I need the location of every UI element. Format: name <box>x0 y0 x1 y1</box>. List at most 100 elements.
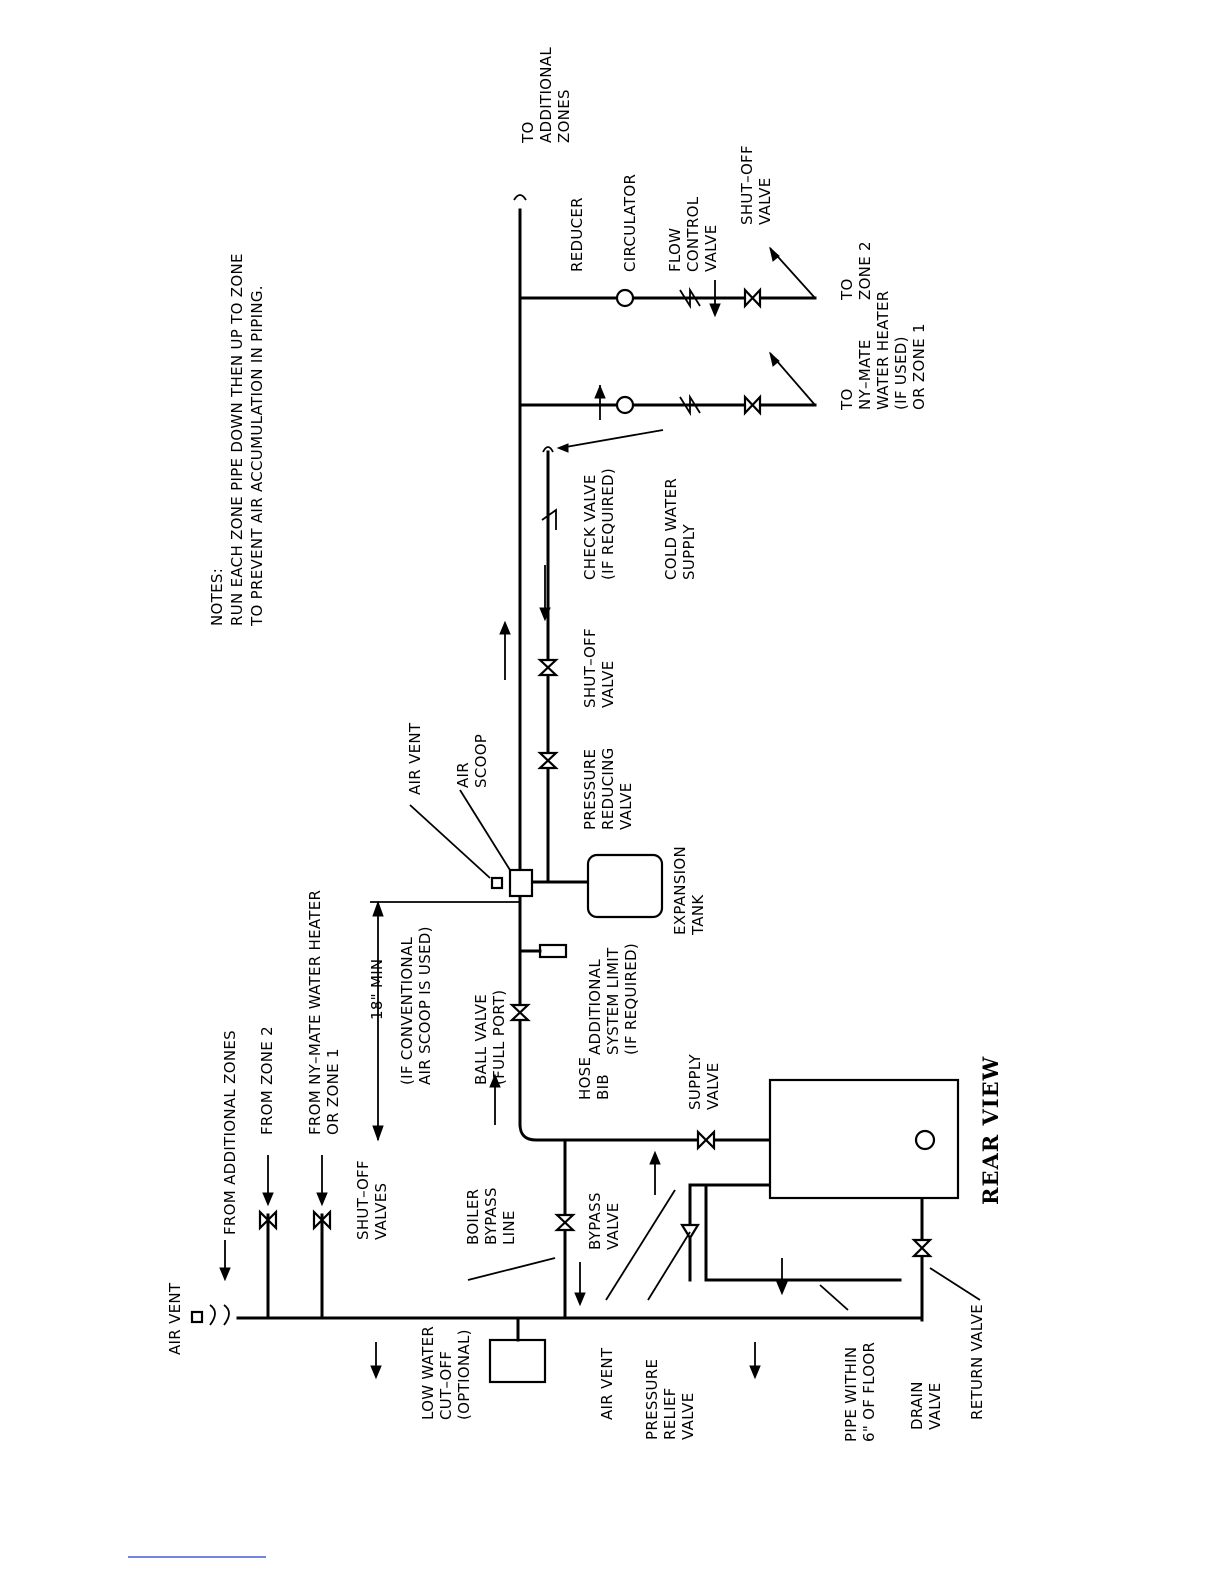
bypass-valve-icon <box>554 1213 576 1232</box>
label-expansion-tank: EXPANSION TANK <box>671 846 707 936</box>
low-water-cutoff-box <box>488 1338 547 1384</box>
label-circulator: CIRCULATOR <box>621 174 639 272</box>
svg-text:DRAIN: DRAIN <box>908 1381 926 1430</box>
zone-return-lines <box>266 1213 324 1320</box>
notes-line-2: TO PREVENT AIR ACCUMULATION IN PIPING. <box>248 285 266 627</box>
svg-text:VALVES: VALVES <box>372 1183 390 1240</box>
label-zone-shutoff-valve: SHUT–OFF VALVE <box>738 145 774 225</box>
pressure-relief-valve-icon <box>680 1223 700 1241</box>
svg-text:LOW WATER: LOW WATER <box>419 1326 437 1420</box>
return-valve-icon <box>911 1238 933 1258</box>
svg-text:SHUT–OFF: SHUT–OFF <box>738 145 756 225</box>
label-pressure-reducing-valve: PRESSURE REDUCING VALVE <box>581 747 635 830</box>
svg-text:(IF CONVENTIONAL: (IF CONVENTIONAL <box>398 936 416 1085</box>
svg-text:CHECK VALVE: CHECK VALVE <box>581 474 599 580</box>
label-hose-bib: HOSE BIB <box>576 1057 612 1100</box>
label-pressure-relief-valve: PRESSURE RELIEF VALVE <box>643 1359 697 1440</box>
label-cold-water-supply: COLD WATER SUPPLY <box>662 478 698 580</box>
circulators <box>541 286 701 530</box>
svg-text:HOSE: HOSE <box>576 1057 594 1100</box>
svg-text:FROM ZONE 2: FROM ZONE 2 <box>258 1026 276 1135</box>
svg-text:PIPE WITHIN: PIPE WITHIN <box>842 1347 860 1442</box>
label-from-nymate: FROM NY–MATE WATER HEATER OR ZONE 1 <box>306 890 342 1135</box>
svg-text:NY–MATE: NY–MATE <box>856 339 874 410</box>
notes-line-1: RUN EACH ZONE PIPE DOWN THEN UP TO ZONE <box>228 253 246 626</box>
svg-text:ADDITIONAL: ADDITIONAL <box>586 959 604 1055</box>
svg-text:AIR: AIR <box>454 762 472 788</box>
cold-water-shutoff-valve-icon <box>537 658 559 677</box>
svg-text:ZONE 2: ZONE 2 <box>856 241 874 300</box>
svg-text:SHUT–OFF: SHUT–OFF <box>581 628 599 708</box>
ball-valve-icon <box>509 1003 531 1022</box>
svg-text:REAR VIEW: REAR VIEW <box>978 1056 1003 1205</box>
label-bypass-valve: BYPASS VALVE <box>586 1192 622 1250</box>
svg-text:FROM NY–MATE WATER HEATER: FROM NY–MATE WATER HEATER <box>306 890 324 1135</box>
svg-text:TO: TO <box>838 388 856 411</box>
label-cold-shutoff-valve: SHUT–OFF VALVE <box>581 628 617 708</box>
svg-text:ZONES: ZONES <box>555 89 573 143</box>
svg-text:VALVE: VALVE <box>604 1202 622 1250</box>
svg-text:PRESSURE: PRESSURE <box>643 1359 661 1440</box>
expansion-tank-line <box>518 853 664 919</box>
label-from-additional-zones: FROM ADDITIONAL ZONES <box>221 1030 239 1235</box>
zone2-shutoff-valve-icon <box>743 287 762 309</box>
flow-arrows <box>219 280 788 1380</box>
svg-text:VALVE: VALVE <box>704 1062 722 1110</box>
svg-text:COLD WATER: COLD WATER <box>662 478 680 580</box>
notes: NOTES: RUN EACH ZONE PIPE DOWN THEN UP T… <box>208 253 266 627</box>
svg-text:VALVE: VALVE <box>679 1392 697 1440</box>
svg-text:(IF REQUIRED): (IF REQUIRED) <box>599 468 617 580</box>
svg-text:AIR VENT: AIR VENT <box>166 1282 184 1355</box>
label-boiler-bypass-line: BOILER BYPASS LINE <box>464 1187 518 1245</box>
label-if-conventional: (IF CONVENTIONAL AIR SCOOP IS USED) <box>398 926 434 1085</box>
zone2-return-shutoff-icon <box>258 1209 278 1231</box>
svg-text:VALVE: VALVE <box>926 1382 944 1430</box>
svg-text:CUT–OFF: CUT–OFF <box>437 1351 455 1420</box>
svg-text:BYPASS: BYPASS <box>482 1187 500 1245</box>
svg-text:AIR SCOOP IS USED): AIR SCOOP IS USED) <box>416 926 434 1085</box>
boiler-gauge <box>914 1129 936 1151</box>
svg-text:TO: TO <box>838 278 856 301</box>
svg-text:OR ZONE 1: OR ZONE 1 <box>324 1048 342 1135</box>
svg-text:VALVE: VALVE <box>599 660 617 708</box>
svg-text:OR ZONE 1: OR ZONE 1 <box>910 323 928 410</box>
svg-text:6" OF FLOOR: 6" OF FLOOR <box>860 1342 878 1442</box>
svg-text:AIR VENT: AIR VENT <box>598 1347 616 1420</box>
svg-text:CIRCULATOR: CIRCULATOR <box>621 174 639 272</box>
valve-symbols <box>258 287 933 1258</box>
label-air-vent-left: AIR VENT <box>166 1282 184 1355</box>
svg-text:SYSTEM LIMIT: SYSTEM LIMIT <box>604 947 622 1055</box>
svg-text:BIB: BIB <box>594 1074 612 1100</box>
supply-main-pipe <box>513 194 772 1142</box>
svg-text:REDUCING: REDUCING <box>599 747 617 830</box>
diagram-title: REAR VIEW <box>978 1056 1003 1205</box>
svg-text:BYPASS: BYPASS <box>586 1192 604 1250</box>
air-scoop <box>409 789 534 898</box>
svg-text:TANK: TANK <box>689 894 707 936</box>
svg-text:SHUT–OFF: SHUT–OFF <box>354 1160 372 1240</box>
label-pipe-within: PIPE WITHIN 6" OF FLOOR <box>842 1342 878 1442</box>
zone-branches <box>518 246 817 407</box>
label-check-valve: CHECK VALVE (IF REQUIRED) <box>581 468 617 580</box>
svg-text:RETURN VALVE: RETURN VALVE <box>968 1304 986 1420</box>
label-drain-valve: DRAIN VALVE <box>908 1381 944 1430</box>
svg-text:SUPPLY: SUPPLY <box>686 1054 704 1110</box>
zone1-return-shutoff-icon <box>312 1209 332 1231</box>
label-low-water-cutoff: LOW WATER CUT–OFF (OPTIONAL) <box>419 1326 473 1420</box>
svg-text:SCOOP: SCOOP <box>472 734 490 788</box>
svg-text:(IF USED): (IF USED) <box>892 336 910 410</box>
svg-text:(FULL PORT): (FULL PORT) <box>490 990 508 1085</box>
svg-text:BALL VALVE: BALL VALVE <box>472 994 490 1085</box>
air-scoop-icon <box>508 868 534 898</box>
label-flow-control-valve: FLOW CONTROL VALVE <box>666 196 720 272</box>
svg-text:VALVE: VALVE <box>617 782 635 830</box>
svg-text:(OPTIONAL): (OPTIONAL) <box>455 1329 473 1420</box>
zone1-circulator-icon <box>615 395 635 415</box>
check-valve-icon <box>541 508 557 530</box>
label-air-scoop: AIR SCOOP <box>454 734 490 788</box>
svg-text:CONTROL: CONTROL <box>684 196 702 272</box>
label-ball-valve: BALL VALVE (FULL PORT) <box>472 990 508 1085</box>
label-air-vent-top: AIR VENT <box>406 722 424 795</box>
zone1-flow-control-icon <box>679 393 701 417</box>
